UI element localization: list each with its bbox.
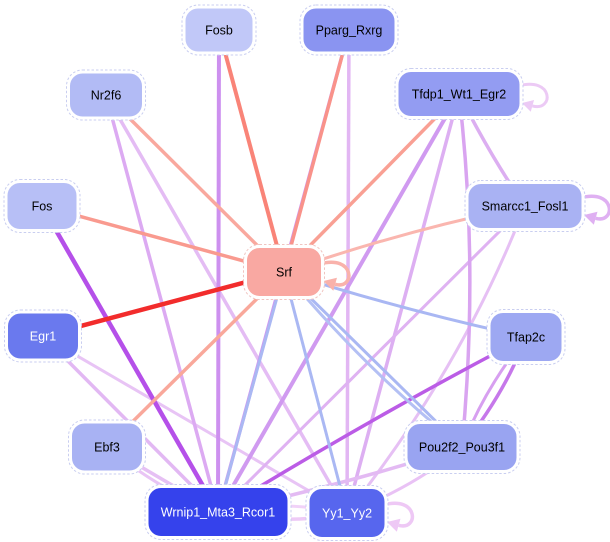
node-Nr2f6[interactable]: Nr2f6 — [66, 69, 146, 121]
node-box — [184, 7, 254, 53]
node-label: Ebf3 — [94, 441, 120, 455]
node-box — [489, 312, 563, 362]
node-label: Tfap2c — [507, 331, 545, 345]
self-loop-line — [382, 501, 415, 528]
node-Smarcc1_Fosl1[interactable]: Smarcc1_Fosl1 — [464, 180, 586, 232]
edge-line — [458, 105, 472, 448]
self-loop-Smarcc1_Fosl1 — [579, 194, 610, 225]
node-box — [69, 72, 143, 118]
node-box — [302, 7, 396, 53]
node-label: Yy1_Yy2 — [322, 507, 372, 521]
edge-line — [216, 43, 221, 512]
node-Fosb[interactable]: Fosb — [181, 4, 257, 56]
node-box — [308, 488, 386, 538]
node-label: Pou2f2_Pou3f1 — [419, 441, 505, 455]
node-Wrnip1_Mta3_Rcor1[interactable]: Wrnip1_Mta3_Rcor1 — [144, 484, 292, 540]
self-loop-Srf — [319, 260, 351, 291]
node-box — [71, 422, 143, 472]
node-Srf[interactable]: Srf — [243, 244, 325, 300]
edge-line — [285, 282, 349, 514]
node-label: Fos — [32, 200, 53, 214]
edge-arrowhead — [522, 100, 535, 112]
edge-line — [220, 42, 286, 273]
edge-line — [217, 212, 519, 513]
node-Pparg_Rxrg[interactable]: Pparg_Rxrg — [299, 4, 399, 56]
edge-line — [47, 217, 220, 513]
node-box — [246, 247, 322, 297]
node-Pou2f2_Pou3f1[interactable]: Pou2f2_Pou3f1 — [403, 420, 521, 474]
node-label: Pparg_Rxrg — [316, 24, 383, 38]
edge-arrowhead — [387, 518, 401, 532]
node-label: Fosb — [205, 24, 233, 38]
node-Yy1_Yy2[interactable]: Yy1_Yy2 — [305, 485, 389, 541]
node-label: Srf — [276, 266, 293, 280]
node-Tfap2c[interactable]: Tfap2c — [486, 309, 566, 365]
node-Tfdp1_Wt1_Egr2[interactable]: Tfdp1_Wt1_Egr2 — [394, 68, 524, 120]
edge-Wrnip1_Mta3_Rcor1-to-Fosb — [211, 30, 227, 512]
node-box — [467, 183, 583, 229]
node-label: Egr1 — [30, 330, 56, 344]
self-loop-line — [319, 260, 351, 287]
node-box — [147, 487, 289, 537]
node-label: Nr2f6 — [91, 89, 122, 103]
self-loop-Tfdp1_Wt1_Egr2 — [517, 82, 549, 112]
node-label: Tfdp1_Wt1_Egr2 — [412, 88, 507, 102]
self-loop-line — [579, 194, 610, 221]
self-loop-line — [517, 82, 549, 109]
node-box — [6, 182, 78, 230]
edge-line — [345, 215, 523, 514]
node-Ebf3[interactable]: Ebf3 — [68, 419, 146, 475]
edge-line — [216, 104, 454, 513]
edge-line — [216, 282, 283, 513]
edge-line — [282, 41, 348, 273]
node-Egr1[interactable]: Egr1 — [4, 309, 82, 363]
node-box — [397, 71, 521, 117]
node-Fos[interactable]: Fos — [3, 179, 81, 233]
self-loop-Yy1_Yy2 — [382, 501, 415, 532]
node-box — [406, 423, 518, 471]
node-label: Wrnip1_Mta3_Rcor1 — [161, 506, 275, 520]
node-label: Smarcc1_Fosl1 — [482, 200, 569, 214]
node-box — [7, 312, 79, 360]
edge-arrowhead — [323, 277, 337, 291]
edge-arrowhead — [584, 211, 598, 225]
